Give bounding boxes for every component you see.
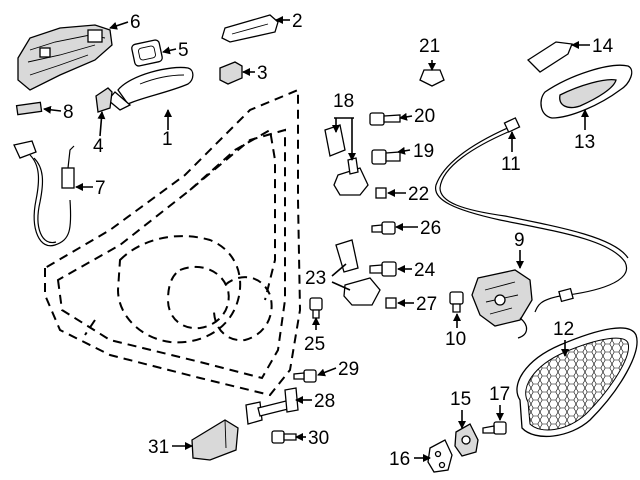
- callout-28: 28: [314, 391, 335, 412]
- part-30-bolt: [271, 430, 297, 444]
- callout-29: 29: [338, 359, 359, 380]
- part-13-interior-handle: [540, 64, 633, 119]
- part-1-exterior-handle: [107, 66, 194, 111]
- part-23-lower-hinge: [335, 239, 381, 306]
- part-11-cable: [435, 117, 629, 313]
- callout-9: 9: [514, 230, 525, 251]
- callout-14: 14: [592, 36, 614, 57]
- callout-10: 10: [445, 329, 466, 350]
- callout-24: 24: [414, 260, 436, 281]
- callout-6: 6: [130, 12, 141, 33]
- part-28-check-strap: [245, 387, 299, 425]
- callout-3: 3: [257, 63, 268, 84]
- callout-15: 15: [450, 389, 471, 410]
- part-21-nut: [419, 69, 445, 87]
- callout-21: 21: [419, 36, 440, 57]
- callout-30: 30: [308, 428, 329, 449]
- callout-12: 12: [553, 319, 574, 340]
- callout-18: 18: [333, 91, 354, 112]
- callout-22: 22: [408, 184, 429, 205]
- callout-4: 4: [93, 136, 104, 157]
- callout-17: 17: [489, 384, 510, 405]
- part-2-handle-cap: [221, 14, 279, 43]
- part-12-grille: [516, 327, 638, 438]
- part-15-striker: [454, 423, 479, 457]
- part-26-bolt: [371, 221, 396, 235]
- part-31-cover: [191, 419, 239, 461]
- part-20-bolt: [369, 112, 401, 126]
- callout-1: 1: [162, 129, 173, 150]
- part-8-clip: [15, 101, 43, 116]
- leader-lines: [43, 16, 590, 462]
- part-27-shim: [385, 297, 397, 309]
- callout-8: 8: [63, 102, 74, 123]
- callout-13: 13: [574, 132, 595, 153]
- callout-7: 7: [95, 178, 106, 199]
- part-29-bolt: [293, 369, 317, 383]
- callout-19: 19: [413, 141, 434, 162]
- part-4-trim: [95, 87, 113, 113]
- callout-20: 20: [414, 106, 435, 127]
- callout-5: 5: [178, 40, 189, 61]
- part-3-clip: [219, 61, 243, 85]
- part-17-bolt: [482, 421, 507, 435]
- part-22-shim: [375, 187, 387, 199]
- part-7-cable: [13, 140, 75, 247]
- part-14-bezel: [526, 41, 573, 73]
- part-25-bolt: [309, 297, 323, 319]
- part-19-bolt: [371, 149, 401, 165]
- callout-11: 11: [501, 154, 521, 175]
- callout-labels: 1 2 3 4 5 6 7 8 9 10 11 12 13 14 15 16 1…: [63, 11, 614, 470]
- part-18-upper-hinge: [324, 124, 369, 196]
- part-24-bolt: [369, 261, 397, 277]
- callout-27: 27: [416, 294, 437, 315]
- part-10-bolt: [449, 291, 464, 313]
- callout-25: 25: [304, 334, 325, 355]
- part-5-gasket: [131, 39, 163, 67]
- callout-26: 26: [420, 218, 441, 239]
- callout-2: 2: [292, 11, 303, 32]
- part-16-plate: [427, 439, 453, 473]
- door-panel-outline: [44, 88, 302, 397]
- part-6-handle-reinforcement: [17, 24, 113, 91]
- callout-23: 23: [305, 268, 326, 289]
- callout-16: 16: [389, 449, 410, 470]
- callout-31: 31: [148, 437, 169, 458]
- part-9-door-latch: [471, 269, 533, 339]
